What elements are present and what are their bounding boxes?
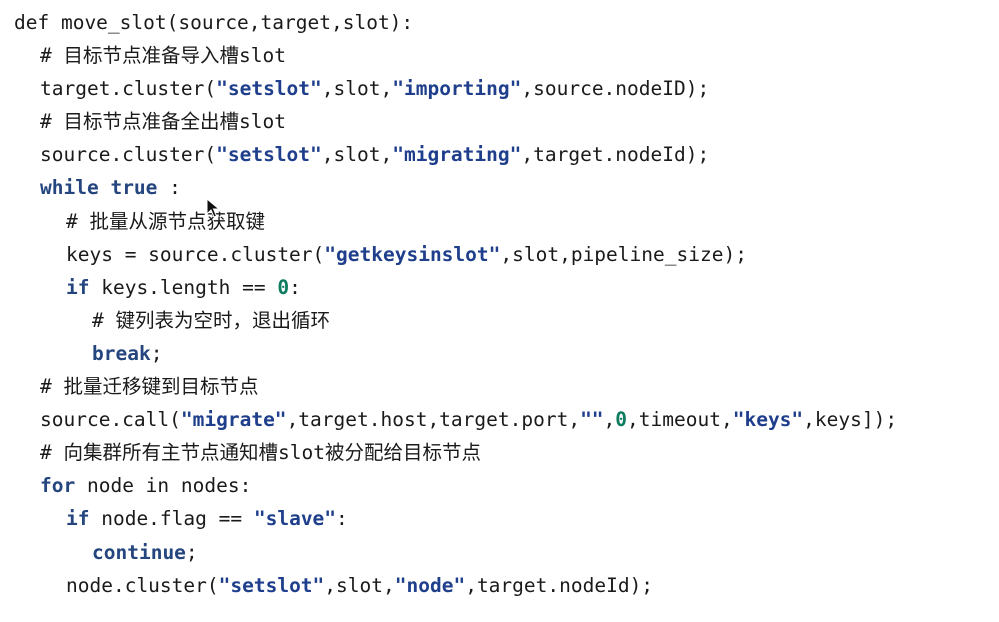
code-line: node.cluster("setslot",slot,"node",targe… [0,569,999,602]
code-token: : [289,275,301,299]
number-token: 0 [615,408,628,432]
code-token: ,timeout, [627,408,733,432]
code-token: , [603,408,616,432]
code-token [99,176,111,199]
string-token: "importing" [392,77,522,101]
code-line: keys = source.cluster("getkeysinslot",sl… [0,238,999,271]
code-line: # 目标节点准备全出槽slot [0,105,999,138]
comment-token: # 向集群所有主节点通知槽slot被分配给目标节点 [40,441,481,465]
keyword-token: true [110,176,158,200]
code-line: continue; [0,536,999,569]
code-line: break; [0,337,999,370]
code-token: ; [185,540,198,564]
string-token: "node" [394,573,466,597]
string-token: "setslot" [216,143,322,167]
code-line: # 批量从源节点获取键 [0,205,999,238]
code-token: node.flag == [89,507,254,531]
comment-token: # 批量迁移键到目标节点 [40,375,259,399]
code-token: : [157,176,181,200]
keyword-token: if [66,275,90,299]
code-token: ,slot, [321,77,393,101]
string-token: "setslot" [218,573,325,597]
code-line: target.cluster("setslot",slot,"importing… [0,72,999,105]
keyword-token: for [40,474,76,498]
string-token: "migrate" [180,408,287,432]
comment-token: # 目标节点准备全出槽slot [40,110,286,134]
code-token: node in nodes: [75,474,252,498]
code-token: def move_slot(source,target,slot): [14,11,414,34]
code-line: if node.flag == "slave": [0,502,999,535]
code-token: ,target.host,target.port, [286,408,581,432]
number-token: 0 [277,275,290,299]
code-line: # 向集群所有主节点通知槽slot被分配给目标节点 [0,436,999,469]
string-token: "slave" [253,507,337,531]
code-line: source.cluster("setslot",slot,"migrating… [0,138,999,171]
mouse-pointer-icon [206,198,220,218]
code-line: def move_slot(source,target,slot): [0,6,999,39]
code-token: ,source.nodeID); [521,77,710,101]
code-token: keys = source.cluster( [66,242,325,266]
keyword-token: break [92,341,151,365]
code-token: ,target.nodeId); [465,573,654,597]
comment-token: # 键列表为空时，退出循环 [92,308,330,332]
code-line: if keys.length == 0: [0,271,999,304]
code-token: target.cluster( [40,77,217,101]
code-line: for node in nodes: [0,469,999,502]
code-token: source.call( [40,408,181,432]
code-line: while true : [0,171,999,204]
code-token: ,slot, [324,573,395,597]
keyword-token: if [66,507,90,531]
string-token: "setslot" [216,77,322,101]
code-token: ,slot,pipeline_size); [500,242,747,266]
code-line: # 键列表为空时，退出循环 [0,304,999,337]
code-line: source.call("migrate",target.host,target… [0,403,999,436]
code-token: ,target.nodeId); [521,143,710,167]
code-line: # 批量迁移键到目标节点 [0,370,999,403]
keyword-token: while [40,176,99,200]
code-token: ,slot, [321,143,393,167]
code-token: : [336,507,348,531]
keyword-token: continue [92,540,186,564]
string-token: "keys" [732,408,804,432]
comment-token: # 批量从源节点获取键 [66,209,265,233]
code-token: ,keys]); [803,408,898,432]
code-token: source.cluster( [40,143,217,167]
string-token: "getkeysinslot" [324,242,501,266]
code-view: def move_slot(source,target,slot): # 目标节点… [0,6,999,602]
code-line: # 目标节点准备导入槽slot [0,39,999,72]
comment-token: # 目标节点准备导入槽slot [40,44,286,68]
code-token: ; [150,341,163,365]
code-token: node.cluster( [66,573,219,597]
string-token: "migrating" [392,143,522,167]
string-token: "" [580,408,604,432]
code-token: keys.length == [89,275,278,299]
